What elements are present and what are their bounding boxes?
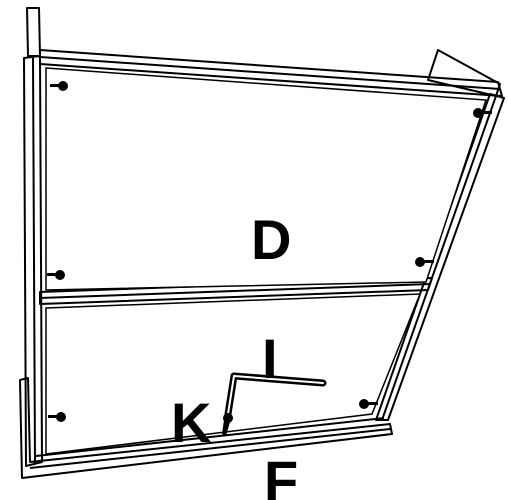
screw-top-right <box>473 108 492 118</box>
screw-mid-right <box>415 257 434 267</box>
screw-k <box>222 413 233 436</box>
right-support-block <box>427 49 501 97</box>
hex-key-tool <box>224 372 327 418</box>
cabinet-frame <box>19 7 505 479</box>
label-f: F <box>264 449 298 500</box>
panel-screws <box>47 81 492 422</box>
bottom-rail <box>19 377 393 479</box>
right-slanted-rail <box>375 93 505 421</box>
label-k: K <box>171 391 211 454</box>
left-upright <box>23 55 43 467</box>
label-d: D <box>251 208 291 271</box>
left-upright-top <box>26 7 41 57</box>
upper-glass-panel <box>45 67 488 291</box>
screw-bottom-right <box>359 399 378 409</box>
label-i: I <box>262 327 278 390</box>
screw-mid-left <box>47 270 65 280</box>
screw-top-left <box>50 81 68 91</box>
screw-bottom-left <box>48 412 66 422</box>
top-rail <box>39 49 503 97</box>
